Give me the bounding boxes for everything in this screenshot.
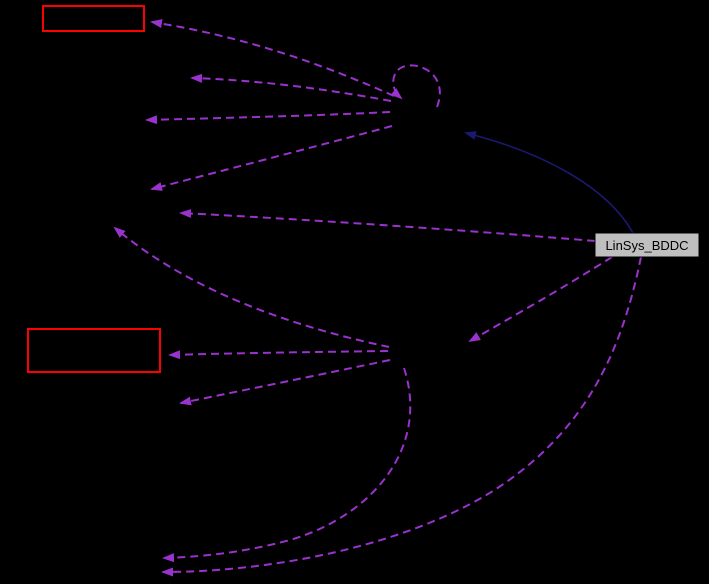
edge-middlecluster-to-left-e (113, 226, 390, 348)
focus-node-box (594, 232, 700, 258)
edge-topcluster-to-left-a (190, 73, 392, 102)
edge-topcluster-to-left-c (150, 125, 393, 191)
red-node-1[interactable] (42, 5, 145, 32)
edge-middlecluster-to-rednode2 (168, 350, 389, 360)
edge-focus-to-bottom-b (161, 256, 642, 577)
edge-middlecluster-to-bottom-a (162, 367, 412, 563)
edge-topcluster-self-loop (390, 64, 441, 108)
focus-node: LinSys_BDDC (594, 232, 700, 258)
edge-focus-to-left-d (179, 209, 596, 242)
edge-focus-to-middlecluster (468, 256, 613, 342)
edge-focus-to-topcluster-solid (464, 131, 634, 234)
edge-topcluster-to-left-b (145, 111, 391, 125)
edge-middlecluster-to-left-f (179, 359, 391, 406)
focus-node-label: LinSys_BDDC (605, 238, 688, 253)
edge-topcluster-to-rednode1 (150, 19, 395, 97)
red-node-2[interactable] (27, 328, 161, 373)
